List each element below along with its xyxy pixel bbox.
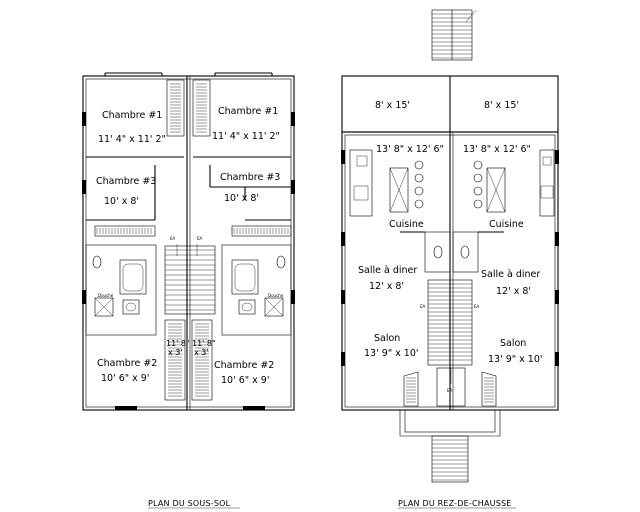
basement-bedroom3-left-size: 10' x 8' [104, 196, 139, 207]
basement-bedroom2-right-label: Chambre #2 [214, 360, 274, 371]
kitchen-left-size: 13' 8" x 12' 6" [376, 144, 444, 155]
basement-bedroom3-right-label: Chambre #3 [220, 172, 280, 183]
basement-closet-left-size2: x 3' [168, 348, 183, 357]
basement-closet-right-size2: x 3' [194, 348, 209, 357]
dining-right-size: 12' x 8' [496, 286, 531, 297]
basement-bedroom3-right-size: 10' x 8' [224, 193, 259, 204]
kitchen-right-size: 13' 8" x 12' 6" [463, 144, 531, 155]
basement-bedroom2-left-label: Chambre #2 [97, 358, 157, 369]
shower-tag-left: Douche [98, 293, 114, 298]
kitchen-left-label: Cuisine [389, 219, 424, 230]
basement-closet-left-size: 11' 8" [166, 339, 190, 348]
shower-tag-right: Douche [268, 293, 284, 298]
ground-floor-plan: EA EA EA [341, 9, 559, 483]
living-right-label: Salon [500, 338, 526, 349]
ground-plan-caption: PLAN DU REZ-DE-CHAUSSE [398, 499, 512, 508]
ground-stair-tag-left: EA [420, 304, 426, 309]
basement-bedroom1-right-label: Chambre #1 [218, 106, 278, 117]
basement-bedroom2-right-size: 10' 6" x 9' [221, 375, 269, 386]
dining-left-label: Salle à diner [358, 265, 417, 276]
ground-entry-tag: EA [447, 388, 453, 393]
living-right-size: 13' 9" x 10' [488, 354, 543, 365]
basement-bedroom1-left-size: 11' 4" x 11' 2" [98, 134, 166, 145]
basement-bedroom1-left-label: Chambre #1 [102, 110, 162, 121]
basement-plan-caption: PLAN DU SOUS-SOL [148, 499, 231, 508]
basement-outer-wall [82, 75, 295, 411]
basement-closet-right-size: 11' 8" [192, 339, 216, 348]
basement-bedroom3-left-label: Chambre #3 [96, 176, 156, 187]
balcony-right-size: 8' x 15' [484, 100, 519, 111]
stair-tag-left: EA [170, 236, 176, 241]
ground-stair-tag-right: EA [474, 304, 480, 309]
kitchen-right-label: Cuisine [489, 219, 524, 230]
dining-right-label: Salle à diner [481, 269, 540, 280]
balcony-left-size: 8' x 15' [375, 100, 410, 111]
dining-left-size: 12' x 8' [369, 281, 404, 292]
basement-bedroom2-left-size: 10' 6" x 9' [101, 373, 149, 384]
living-left-label: Salon [374, 333, 400, 344]
basement-bedroom1-right-size: 11' 4" x 11' 2" [212, 131, 280, 142]
stair-tag-right: EA [197, 236, 203, 241]
basement-plan: Douche Douche EA EA [82, 72, 295, 411]
living-left-size: 13' 9" x 10' [364, 348, 419, 359]
